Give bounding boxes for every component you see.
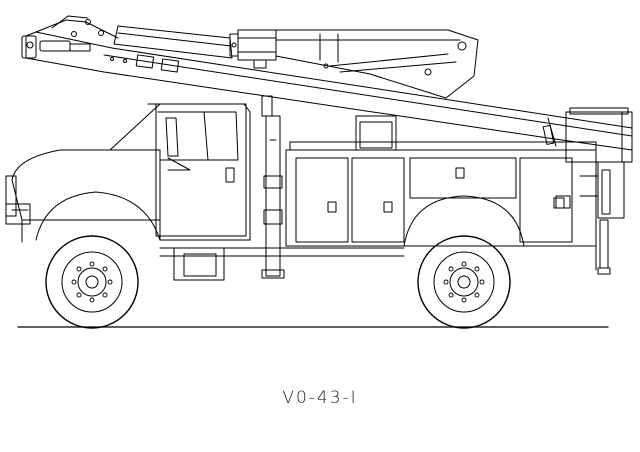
compartment-3 — [410, 158, 516, 198]
upper-boom — [114, 26, 232, 58]
bucket — [556, 108, 632, 218]
front-wheel — [46, 236, 138, 328]
front-fender — [36, 192, 160, 240]
cab-door — [156, 104, 246, 236]
compartment-4 — [520, 158, 572, 242]
model-label: V0-43-I — [282, 388, 358, 408]
lower-boom — [26, 32, 632, 150]
boom-assembly — [22, 16, 632, 150]
boom-pedestal — [262, 96, 284, 278]
compartment-2 — [352, 158, 404, 242]
boom-knuckle — [276, 30, 478, 98]
utility-body — [286, 116, 610, 274]
hood — [12, 150, 160, 220]
truck-cab — [6, 104, 250, 280]
rear-wheel — [418, 236, 510, 328]
compartment-1 — [296, 158, 348, 242]
